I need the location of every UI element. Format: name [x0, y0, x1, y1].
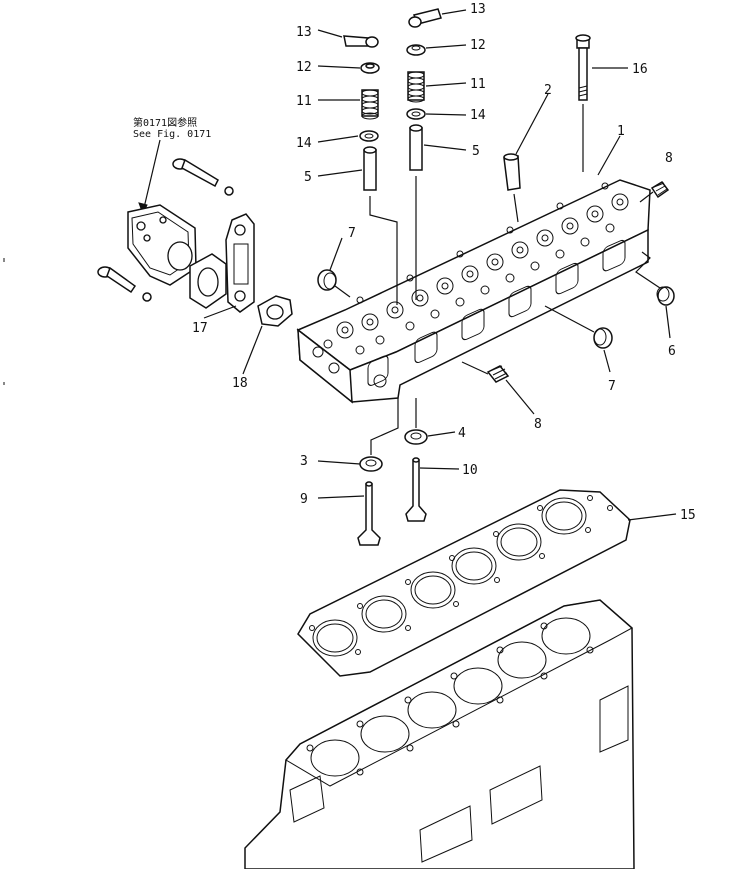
- cylinder-head-end-face: [297, 328, 353, 404]
- expansion-plug-7-upper: [317, 269, 351, 298]
- callout-16: 16: [632, 62, 648, 77]
- reference-note: 第0171図参照 See Fig. 0171: [133, 116, 211, 216]
- spring-retainer-left: [360, 62, 380, 74]
- callout-8-upper: 8: [665, 151, 673, 166]
- housing-bolt-upper: [172, 158, 234, 196]
- valve-guide-right: [409, 124, 423, 171]
- valve-cotter-right: [408, 8, 442, 28]
- housing-bolt-lower: [97, 266, 152, 302]
- valve-train-left: [343, 35, 398, 305]
- callout-labels: 13 13 12 12 11 11 14 14 5 5 16 2 1 8 7 6…: [192, 2, 696, 523]
- thermostat-housing: [127, 204, 197, 286]
- callout-5-left: 5: [304, 170, 312, 185]
- callout-8-lower: 8: [534, 417, 542, 432]
- cylinder-head-valve-seats: [323, 182, 629, 355]
- reference-note-jp: 第0171図参照: [133, 116, 197, 129]
- bracket-part-17: [225, 213, 255, 313]
- callout-13-left: 13: [296, 25, 312, 40]
- callout-15: 15: [680, 508, 696, 523]
- valve-guide-left: [363, 146, 377, 191]
- cylinder-head-front-holes: [312, 346, 387, 388]
- callout-12-right: 12: [470, 38, 486, 53]
- cylinder-head: [296, 179, 651, 404]
- cylinder-head-ports: [367, 239, 626, 386]
- callout-11-right: 11: [470, 77, 486, 92]
- head-bolt-part-16: [575, 34, 591, 172]
- reference-note-en: See Fig. 0171: [133, 129, 211, 140]
- valve-left-leader: [369, 196, 398, 305]
- callout-13-right: 13: [470, 2, 486, 17]
- head-gasket-part-15: [297, 489, 677, 677]
- callout-14-left: 14: [296, 136, 312, 151]
- valve-seat-part-4: [404, 398, 428, 445]
- reference-arrow-line: [142, 139, 161, 213]
- valve-train-right: [406, 8, 442, 300]
- valve-spring-right: [407, 71, 425, 103]
- spring-seat-left: [359, 130, 379, 142]
- expansion-plug-7-lower: [544, 305, 613, 349]
- gasket-part-18: [257, 295, 293, 327]
- callout-11-left: 11: [296, 94, 312, 109]
- valve-seat-part-3: [359, 398, 399, 472]
- callout-9: 9: [300, 492, 308, 507]
- valve-part-10: [405, 457, 427, 522]
- plug-part-8-lower: [461, 361, 510, 383]
- callout-7-lower: 7: [608, 379, 616, 394]
- nozzle-sleeve-part-2: [503, 153, 521, 223]
- callout-5-right: 5: [472, 144, 480, 159]
- valve-part-9: [357, 481, 381, 546]
- callout-14-right: 14: [470, 108, 486, 123]
- thermostat-housing-group: [97, 158, 293, 327]
- spring-retainer-right: [406, 44, 426, 56]
- callout-12-left: 12: [296, 60, 312, 75]
- callout-4: 4: [458, 426, 466, 441]
- callout-2: 2: [544, 83, 552, 98]
- valve-cotter-left: [343, 35, 379, 48]
- cylinder-block-bores: [306, 617, 594, 777]
- callout-6: 6: [668, 344, 676, 359]
- callout-10: 10: [462, 463, 478, 478]
- callout-7-upper: 7: [348, 226, 356, 241]
- callout-1: 1: [617, 124, 625, 139]
- housing-gasket: [189, 253, 227, 309]
- callout-3: 3: [300, 454, 308, 469]
- valve-spring-left: [361, 89, 379, 120]
- head-gasket-bores: [309, 495, 613, 657]
- callout-18: 18: [232, 376, 248, 391]
- expansion-plug-6: [635, 251, 675, 306]
- callout-leaders: [203, 9, 671, 499]
- plug-part-8-upper: [639, 181, 670, 203]
- callout-17: 17: [192, 321, 208, 336]
- cylinder-block: [244, 599, 635, 869]
- spring-seat-right: [406, 108, 426, 120]
